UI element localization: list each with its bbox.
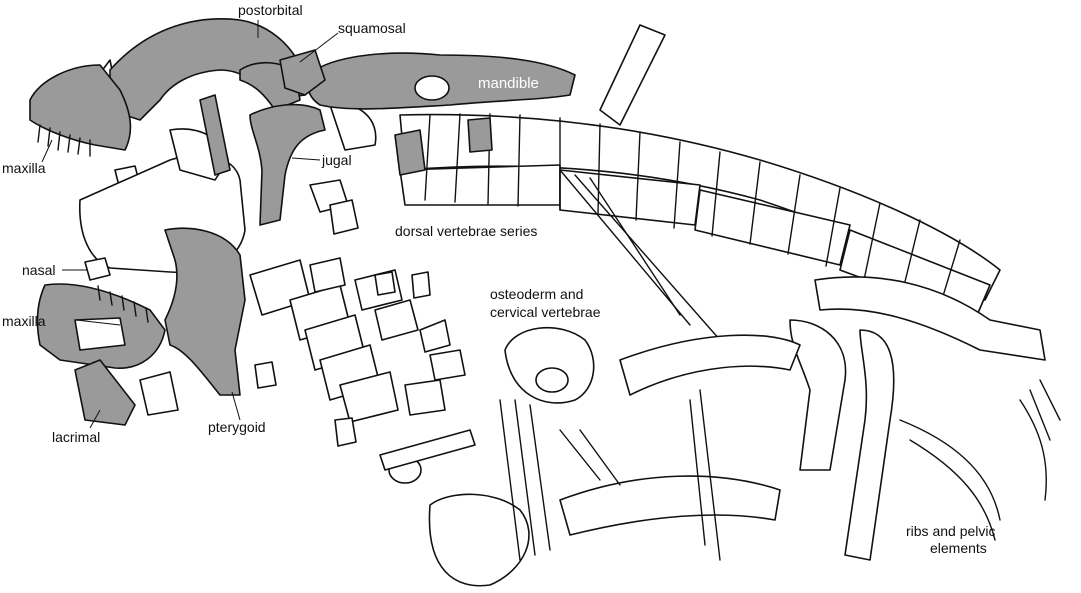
label-ribs-line2: elements [930, 540, 987, 556]
label-dorsal-vertebrae: dorsal vertebrae series [395, 223, 537, 239]
label-lacrimal: lacrimal [52, 429, 100, 445]
jugal [249, 103, 326, 226]
label-maxilla-upper: maxilla [2, 160, 46, 176]
label-nasal: nasal [22, 262, 55, 278]
squamosal [279, 49, 326, 96]
ribs-and-pelvic-elements [559, 276, 1061, 561]
scattered-osteoderms [114, 165, 431, 447]
label-ribs-line1: ribs and pelvic [906, 523, 996, 539]
labels: postorbital squamosal mandible maxilla j… [2, 2, 996, 556]
maxilla-upper [29, 64, 132, 157]
long-ribs [559, 169, 721, 341]
label-pterygoid: pterygoid [208, 419, 266, 435]
neural-spine [599, 24, 666, 126]
mandible-fenestra [414, 75, 450, 101]
cervical-vertebrae [379, 319, 621, 587]
label-mandible: mandible [478, 75, 539, 92]
label-maxilla-lower: maxilla [2, 313, 46, 329]
label-osteoderm-line1: osteoderm and [490, 286, 583, 302]
lacrimal [74, 359, 136, 426]
label-jugal: jugal [321, 152, 352, 168]
label-postorbital: postorbital [238, 2, 303, 18]
leader-lines [41, 20, 339, 429]
skull-strut [199, 94, 231, 176]
label-osteoderm-line2: cervical vertebrae [490, 304, 601, 320]
label-squamosal: squamosal [338, 20, 406, 36]
nasal [84, 257, 111, 281]
neck-vertebrae [249, 257, 419, 423]
maxilla-lower [36, 283, 166, 369]
pterygoid [164, 227, 246, 396]
